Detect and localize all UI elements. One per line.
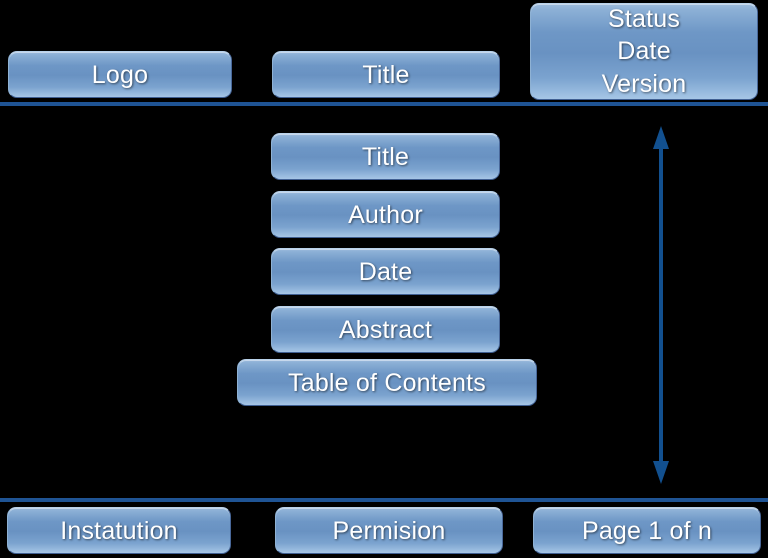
body-extent-arrow	[653, 126, 669, 484]
body-item-title-label: Title	[361, 142, 410, 171]
footer-institution-box[interactable]: Instatution	[7, 507, 231, 554]
body-item-title-box[interactable]: Title	[271, 133, 500, 180]
header-title-label: Title	[362, 60, 410, 89]
body-item-author-box[interactable]: Author	[271, 191, 500, 238]
footer-permission-label: Permision	[332, 516, 446, 545]
body-item-table-of-contents-box[interactable]: Table of Contents	[237, 359, 537, 406]
footer-page-box[interactable]: Page 1 of n	[533, 507, 761, 554]
body-item-author-label: Author	[348, 200, 423, 229]
arrow-head-up-icon	[653, 126, 669, 149]
body-item-date-label: Date	[358, 257, 413, 286]
footer-institution-label: Instatution	[60, 516, 178, 545]
body-item-table-of-contents-label: Table of Contents	[288, 368, 486, 397]
header-logo-label: Logo	[91, 60, 149, 89]
body-item-abstract-box[interactable]: Abstract	[271, 306, 500, 353]
header-meta-label: Status Date Version	[601, 4, 687, 98]
arrow-head-down-icon	[653, 461, 669, 484]
body-item-date-box[interactable]: Date	[271, 248, 500, 295]
header-divider-rule	[0, 102, 768, 106]
footer-permission-box[interactable]: Permision	[275, 507, 503, 554]
header-logo-box[interactable]: Logo	[8, 51, 232, 98]
arrow-shaft	[659, 148, 663, 462]
footer-divider-rule	[0, 498, 768, 502]
header-meta-box[interactable]: Status Date Version	[530, 3, 758, 100]
header-title-box[interactable]: Title	[272, 51, 500, 98]
footer-page-label: Page 1 of n	[581, 516, 713, 545]
body-item-abstract-label: Abstract	[338, 315, 433, 344]
